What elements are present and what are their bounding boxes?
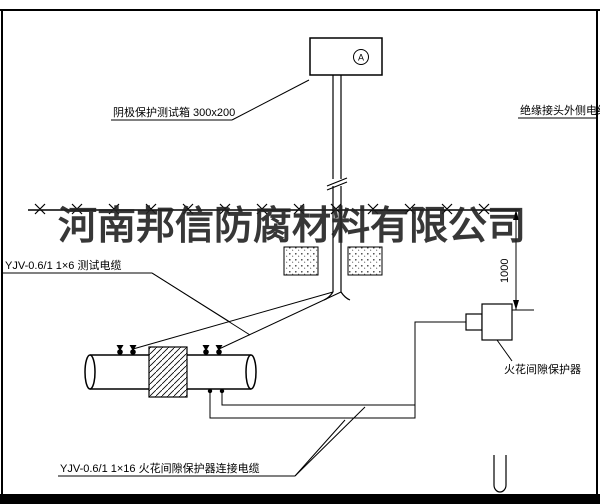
pipe-stub-symbol	[493, 455, 507, 493]
conduit-mouth-right	[340, 291, 351, 301]
spark-gap-cables	[209, 321, 466, 419]
pipe-end-left	[84, 354, 96, 390]
test-cables	[132, 291, 342, 350]
label-test-box: 阴极保护测试箱 300x200	[113, 105, 235, 119]
ammeter-letter: A	[358, 53, 364, 63]
pipe-end-right	[245, 354, 257, 390]
label-test-cable: YJV-0.6/1 1×6 测试电缆	[5, 259, 121, 272]
dimension-1000: 1000	[499, 210, 534, 311]
ground-line	[28, 203, 520, 215]
label-insulated-joint-cable: 绝缘接头外侧电缆	[520, 103, 600, 117]
ground-hatch-marks	[34, 203, 490, 215]
ammeter-symbol	[353, 49, 369, 65]
insulating-joint	[148, 346, 188, 398]
conduit-riser	[323, 75, 351, 301]
test-box: A	[309, 37, 383, 76]
dimension-1000-text: 1000	[499, 259, 511, 283]
spark-gap-protector	[465, 303, 513, 362]
label-spark-gap-cable: YJV-0.6/1 1×16 火花间隙保护器连接电缆	[60, 461, 260, 475]
label-leaders	[3, 79, 597, 477]
label-spark-gap: 火花间隙保护器	[504, 362, 581, 376]
sheet-border	[0, 9, 600, 504]
concrete-blocks	[283, 246, 383, 276]
pipe	[84, 345, 257, 398]
weld-terminals	[116, 345, 223, 355]
